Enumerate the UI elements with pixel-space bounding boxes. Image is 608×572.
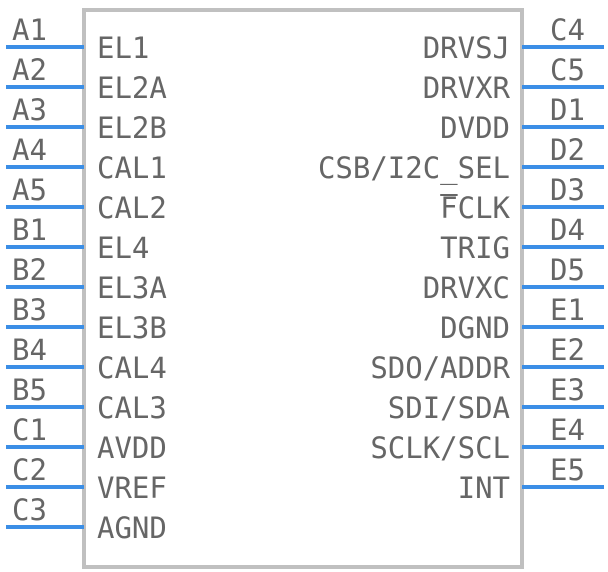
pin-number: B5 xyxy=(12,373,47,407)
pin-label: CAL2 xyxy=(97,191,167,225)
pin-label: SDO/ADDR xyxy=(370,351,510,385)
component-body xyxy=(82,8,524,569)
pin-label: DGND xyxy=(440,311,510,345)
pin-number: B4 xyxy=(12,333,47,367)
pin-number: A1 xyxy=(12,13,47,47)
pin-number: C2 xyxy=(12,453,47,487)
pin-label: AGND xyxy=(97,511,167,545)
pin-label: DVDD xyxy=(440,111,510,145)
pin-label: DRVSJ xyxy=(423,31,510,65)
pin-label: EL4 xyxy=(97,231,149,265)
pin-number: C1 xyxy=(12,413,47,447)
pin-number: C3 xyxy=(12,493,47,527)
pin-number: D4 xyxy=(550,213,585,247)
pin-number: A2 xyxy=(12,53,47,87)
pin-number: E3 xyxy=(550,373,585,407)
pin-label: EL3B xyxy=(97,311,167,345)
pin-label: EL2B xyxy=(97,111,167,145)
pin-label: AVDD xyxy=(97,431,167,465)
pin-number: A3 xyxy=(12,93,47,127)
pin-number: A5 xyxy=(12,173,47,207)
pin-label: EL3A xyxy=(97,271,167,305)
pin-number: E2 xyxy=(550,333,585,367)
pin-number: D5 xyxy=(550,253,585,287)
pin-number: E1 xyxy=(550,293,585,327)
pin-number: C5 xyxy=(550,53,585,87)
pin-label: CAL4 xyxy=(97,351,167,385)
pin-number: D3 xyxy=(550,173,585,207)
pin-label: DRVXC xyxy=(423,271,510,305)
pin-number: B2 xyxy=(12,253,47,287)
right-pin-group: C4DRVSJC5DRVXRD1DVDDD2CSB/I2C_SELD3FCLKD… xyxy=(318,13,604,505)
pin-label: EL2A xyxy=(97,71,167,105)
pin-label: SCLK/SCL xyxy=(370,431,510,465)
pin-label: INT xyxy=(458,471,510,505)
pin-number: B3 xyxy=(12,293,47,327)
pin-number: B1 xyxy=(12,213,47,247)
pin-number: D1 xyxy=(550,93,585,127)
pin-label: FCLK xyxy=(440,191,510,225)
pin-label: VREF xyxy=(97,471,167,505)
pin-label: TRIG xyxy=(440,231,510,265)
pin-number: D2 xyxy=(550,133,585,167)
pin-label: EL1 xyxy=(97,31,149,65)
pin-number: A4 xyxy=(12,133,47,167)
left-pin-group: A1EL1A2EL2AA3EL2BA4CAL1A5CAL2B1EL4B2EL3A… xyxy=(6,13,167,545)
pin-number: C4 xyxy=(550,13,585,47)
pin-label: CAL1 xyxy=(97,151,167,185)
pin-label: SDI/SDA xyxy=(388,391,510,425)
pin-label: DRVXR xyxy=(423,71,511,105)
pin-label: CAL3 xyxy=(97,391,167,425)
pin-number: E5 xyxy=(550,453,585,487)
pin-label: CSB/I2C_SEL xyxy=(318,151,510,186)
pin-number: E4 xyxy=(550,413,585,447)
